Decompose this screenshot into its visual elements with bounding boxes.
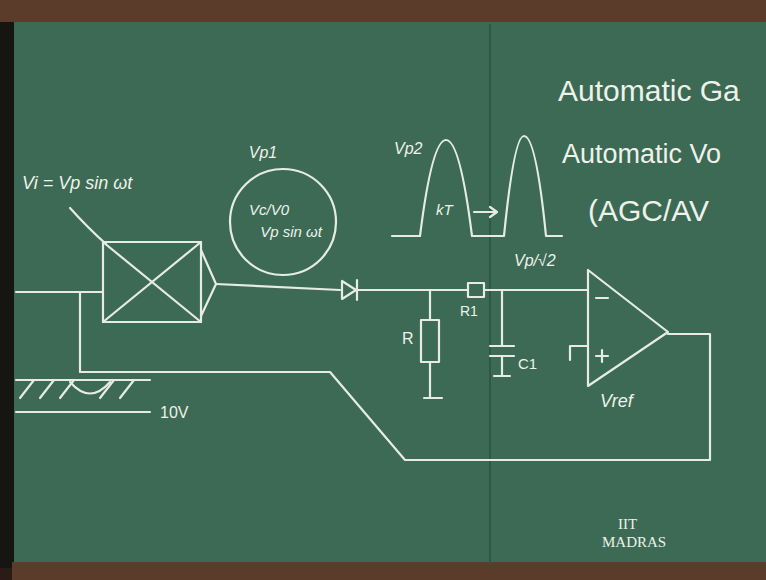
resistor-label: R [402,330,414,348]
signal-name: Vi = Vp sin ωt [22,174,132,194]
resistor-label: R1 [460,304,478,319]
signal-expression: Vp sin ωt [260,224,322,241]
circle-outline [230,169,336,275]
node-heading: Vp1 [249,144,277,162]
watermark: MADRAS [602,534,666,551]
watermark: IIT [618,516,637,533]
voltage-label: 10V [160,404,188,422]
circle-outline [227,166,339,278]
signal-expression: Vc/V0 [249,202,289,219]
signal-name: Vp/√2 [514,252,556,270]
heading-text: Automatic Ga [558,74,740,107]
signal-name: Vref [600,392,633,412]
callout-circle: Vp1Vc/V0Vp sin ωt [229,168,337,276]
heading-text: (AGC/AV [588,194,709,227]
signal-name: Vp2 [394,140,422,158]
period-label: kT [436,202,453,219]
heading-text: Automatic Vo [562,140,721,170]
capacitor-label: C1 [518,356,537,373]
